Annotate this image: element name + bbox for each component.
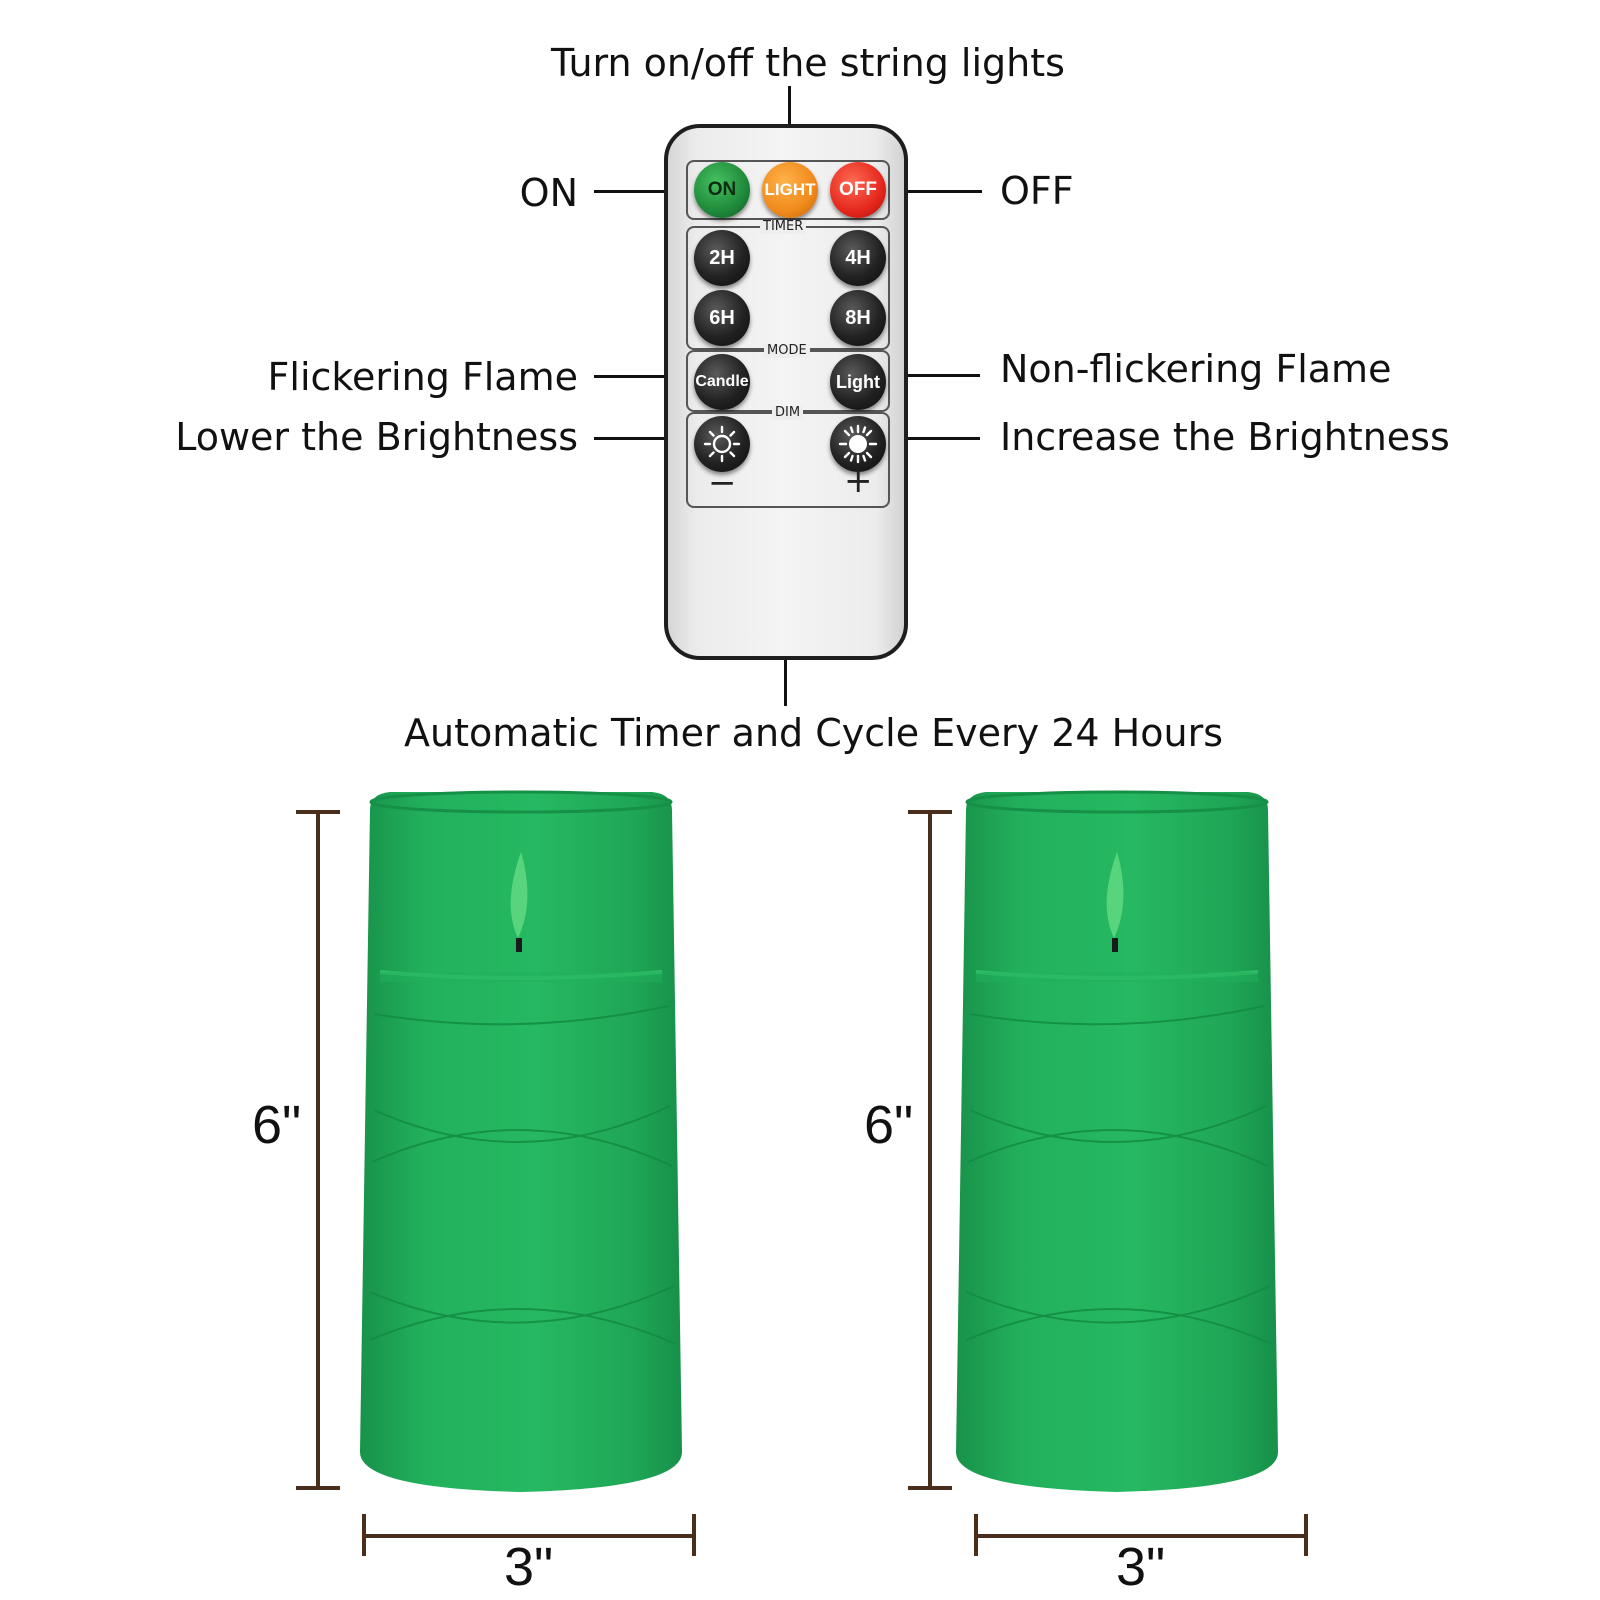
height-cap-right-bottom bbox=[908, 1486, 952, 1490]
width-cap-left-end bbox=[692, 1514, 696, 1556]
annotation-timer-cycle: Automatic Timer and Cycle Every 24 Hours bbox=[404, 711, 1223, 755]
power-panel bbox=[686, 160, 890, 220]
height-line-left bbox=[316, 812, 320, 1490]
dim-minus-sign: − bbox=[708, 463, 737, 503]
annotation-lower: Lower the Brightness bbox=[175, 415, 578, 459]
width-cap-left-start bbox=[362, 1514, 366, 1556]
width-label-right: 3" bbox=[1116, 1537, 1166, 1597]
sun-bright-icon bbox=[838, 424, 878, 464]
width-label-left: 3" bbox=[504, 1537, 554, 1597]
width-cap-right-start bbox=[974, 1514, 978, 1556]
height-cap-left-bottom bbox=[296, 1486, 340, 1490]
height-label-right: 6" bbox=[864, 1095, 914, 1155]
annotation-off: OFF bbox=[1000, 169, 1074, 213]
candle-left bbox=[360, 790, 682, 1492]
leader-on bbox=[594, 190, 714, 193]
width-line-right bbox=[976, 1534, 1306, 1538]
height-line-right bbox=[928, 812, 932, 1490]
flame-icon bbox=[1106, 852, 1124, 938]
leader-non-flicker bbox=[866, 374, 980, 377]
light-mode-button[interactable]: Light bbox=[830, 354, 886, 410]
on-button[interactable]: ON bbox=[694, 162, 750, 218]
off-button[interactable]: OFF bbox=[830, 162, 886, 218]
timer-6h-button[interactable]: 6H bbox=[694, 290, 750, 346]
annotation-flicker: Flickering Flame bbox=[267, 355, 578, 399]
leader-lower bbox=[594, 437, 704, 440]
candle-mode-button[interactable]: Candle bbox=[694, 354, 750, 410]
height-label-left: 6" bbox=[252, 1095, 302, 1155]
candle-right bbox=[956, 790, 1278, 1492]
dim-up-button[interactable] bbox=[830, 416, 886, 472]
width-line-left bbox=[364, 1534, 694, 1538]
annotation-increase: Increase the Brightness bbox=[1000, 415, 1450, 459]
flame-icon bbox=[510, 852, 528, 938]
dim-label: DIM bbox=[772, 406, 804, 420]
height-cap-right-top bbox=[908, 810, 952, 814]
annotation-top: Turn on/off the string lights bbox=[551, 41, 1065, 85]
timer-4h-button[interactable]: 4H bbox=[830, 230, 886, 286]
timer-2h-button[interactable]: 2H bbox=[694, 230, 750, 286]
annotation-on: ON bbox=[519, 171, 578, 215]
light-button[interactable]: LIGHT bbox=[762, 162, 818, 218]
mode-label: MODE bbox=[764, 344, 810, 358]
leader-increase bbox=[866, 437, 980, 440]
annotation-non-flicker: Non-flickering Flame bbox=[1000, 347, 1392, 391]
leader-off bbox=[858, 190, 982, 193]
remote-control: ON LIGHT OFF TIMER 2H 4H 6H 8H MODE Cand… bbox=[664, 124, 908, 660]
width-cap-right-end bbox=[1304, 1514, 1308, 1556]
dim-plus-sign: + bbox=[844, 461, 873, 501]
timer-8h-button[interactable]: 8H bbox=[830, 290, 886, 346]
height-cap-left-top bbox=[296, 810, 340, 814]
leader-flicker bbox=[594, 375, 702, 378]
dim-down-button[interactable] bbox=[694, 416, 750, 472]
timer-label: TIMER bbox=[760, 220, 807, 234]
sun-dim-icon bbox=[703, 425, 741, 463]
